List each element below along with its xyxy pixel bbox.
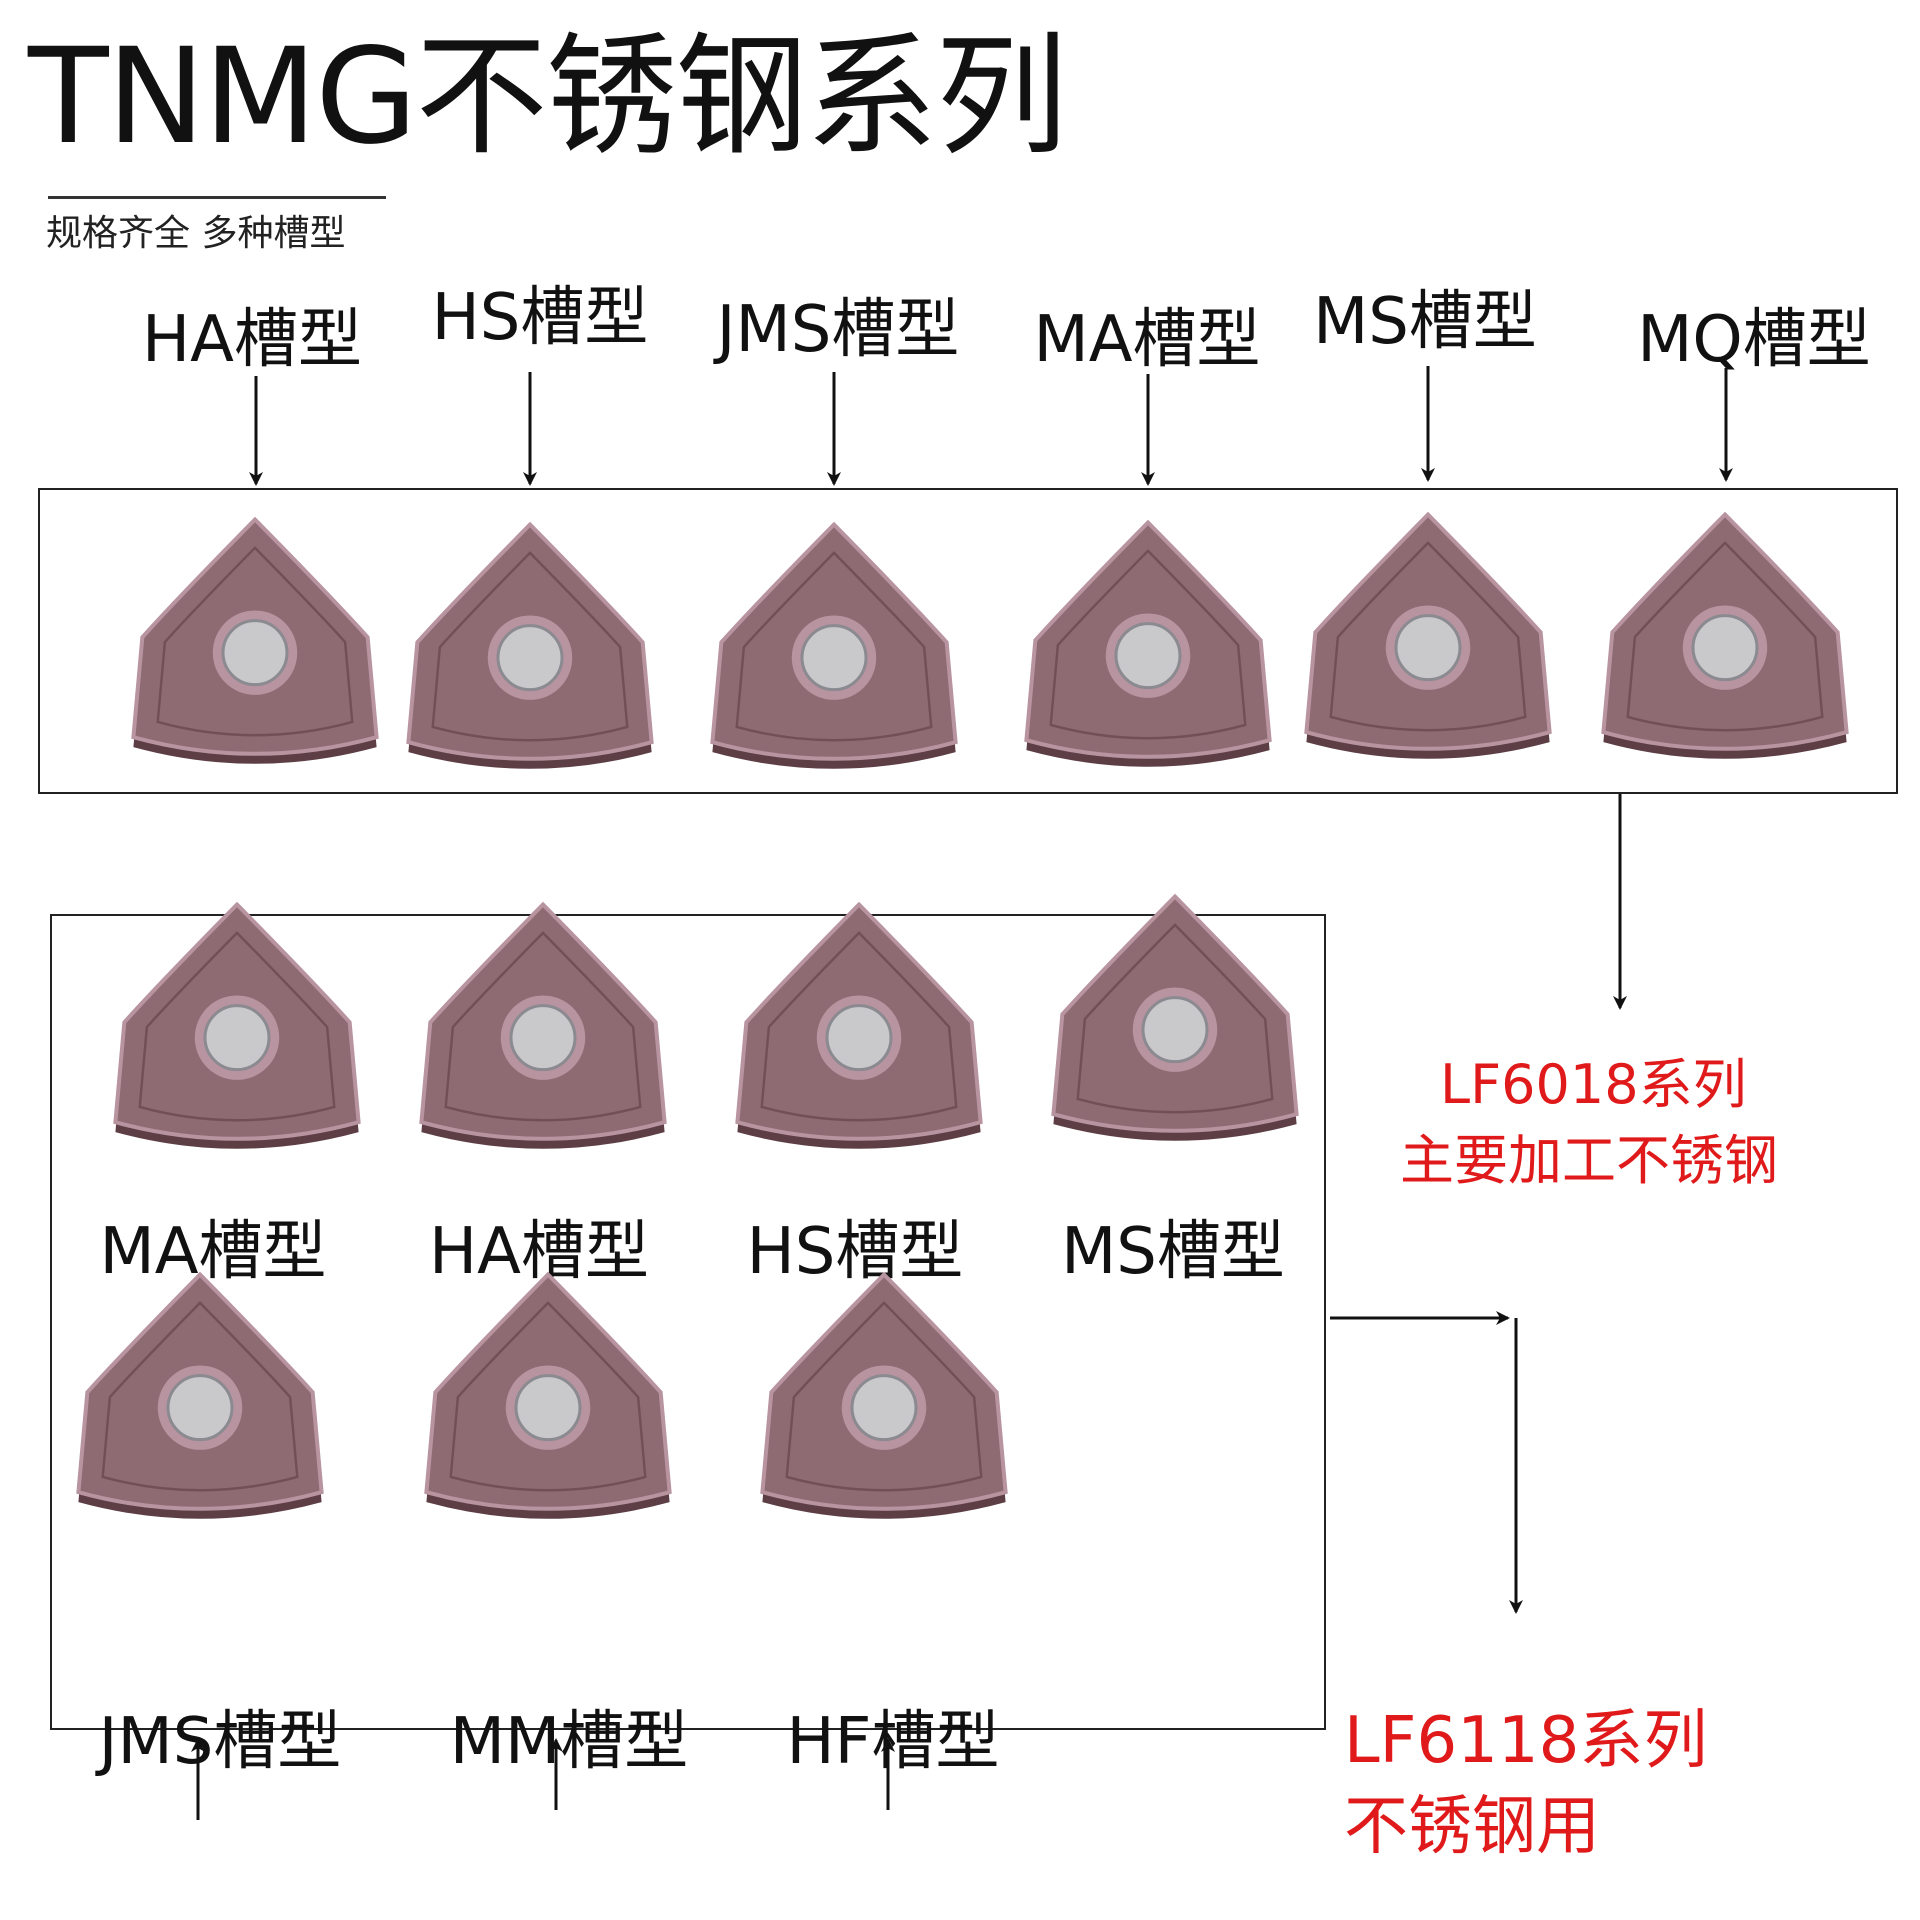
carbide-insert-icon: [1601, 511, 1849, 759]
carbide-insert-icon: [424, 1271, 672, 1519]
bottom-label-jms: JMS槽型: [98, 1705, 342, 1779]
carbide-insert-icon: [1304, 511, 1552, 759]
top-label-hs: HS槽型: [431, 281, 649, 355]
top-label-jms: JMS槽型: [716, 293, 960, 367]
callout-lf6118-series: LF6118系列: [1344, 1704, 1708, 1778]
carbide-insert-icon: [760, 1271, 1008, 1519]
carbide-insert-icon: [1024, 519, 1272, 767]
page-title: TNMG不锈钢系列: [28, 20, 1068, 174]
carbide-insert-icon: [735, 901, 983, 1149]
bottom-label-ms: MS槽型: [1061, 1215, 1285, 1289]
carbide-insert-icon: [76, 1271, 324, 1519]
carbide-insert-icon: [406, 521, 654, 769]
page-subtitle: 规格齐全 多种槽型: [46, 213, 346, 254]
carbide-insert-icon: [419, 901, 667, 1149]
callout-lf6118-desc: 不锈钢用: [1344, 1790, 1600, 1864]
carbide-insert-icon: [113, 901, 361, 1149]
carbide-insert-icon: [131, 516, 379, 764]
top-label-ms: MS槽型: [1313, 285, 1537, 359]
title-underline: [48, 196, 386, 199]
bottom-label-ma: MA槽型: [99, 1215, 327, 1289]
top-row-frame: [38, 488, 1898, 794]
bottom-label-mm: MM槽型: [449, 1705, 689, 1779]
carbide-insert-icon: [710, 521, 958, 769]
carbide-insert-icon: [1051, 893, 1299, 1141]
top-label-ha: HA槽型: [142, 303, 362, 377]
callout-lf6018-desc: 主要加工不锈钢: [1400, 1129, 1778, 1192]
bottom-label-hs: HS槽型: [746, 1215, 964, 1289]
top-label-mq: MQ槽型: [1637, 303, 1871, 377]
bottom-label-ha: HA槽型: [429, 1215, 649, 1289]
bottom-group-frame: [50, 914, 1326, 1730]
top-label-ma: MA槽型: [1033, 303, 1261, 377]
callout-lf6018-series: LF6018系列: [1440, 1053, 1747, 1116]
